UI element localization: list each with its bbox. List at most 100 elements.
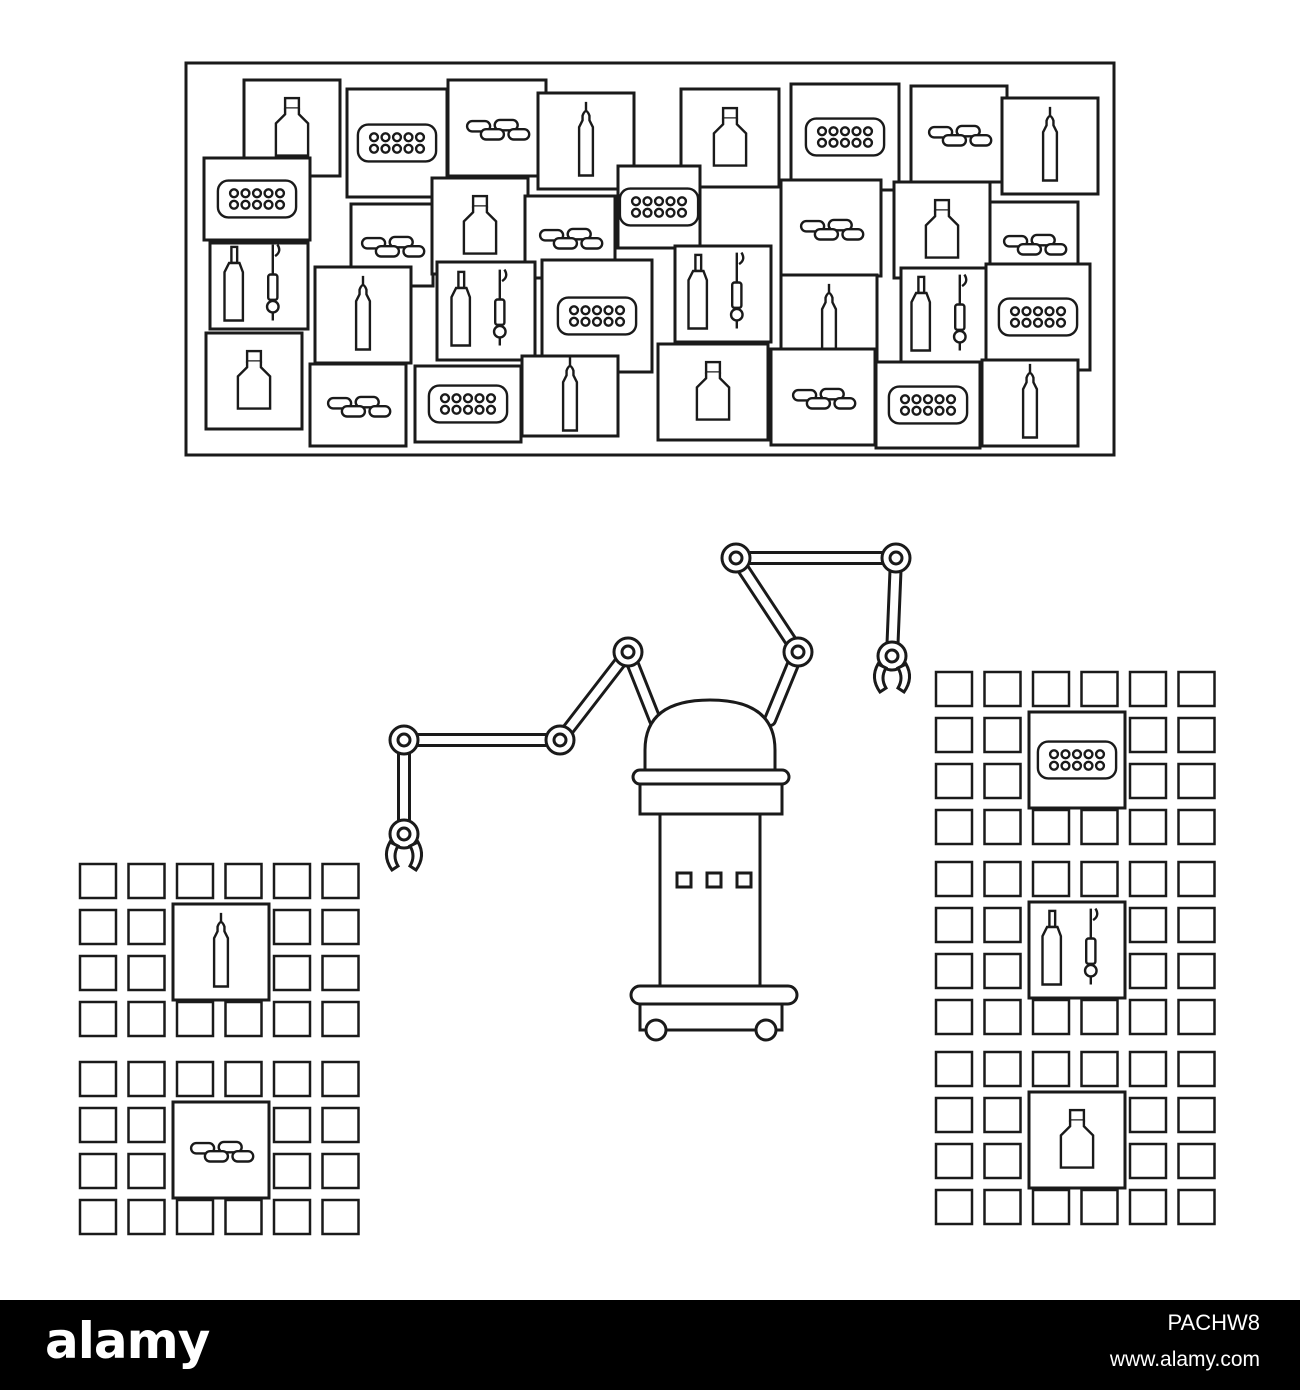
ampoule-icon — [354, 275, 372, 351]
alamy-logo[interactable]: alamy — [45, 1312, 210, 1370]
robot-panel-light — [705, 871, 723, 889]
robot-joint — [880, 542, 912, 574]
pallet-cell — [1031, 808, 1071, 846]
pallet-cell — [1177, 1188, 1216, 1226]
pallet-cell — [983, 1096, 1022, 1134]
robot-arm-link — [885, 551, 903, 663]
pallet-box[interactable] — [1027, 710, 1127, 810]
capsules-icon — [1002, 233, 1068, 256]
pallet-cell — [934, 670, 974, 708]
bottle-icon — [712, 106, 748, 167]
pallet-cell — [983, 952, 1022, 990]
pallet-cell — [983, 1142, 1022, 1180]
pallet-cell — [127, 862, 166, 900]
pallet-cell — [127, 908, 166, 946]
pallet-cell — [78, 1000, 118, 1038]
robot-joint — [876, 640, 908, 672]
pallet-cell — [934, 1188, 974, 1226]
robot-panel-light — [675, 871, 693, 889]
capsules-icon — [360, 235, 426, 258]
pallet-cell — [272, 908, 312, 946]
pallet-cell — [1080, 1050, 1119, 1088]
pallet-cell — [224, 862, 263, 900]
dropper-bottle-icon — [687, 251, 745, 330]
robot-joint — [720, 542, 752, 574]
pallet-cell — [175, 862, 215, 900]
pallet-box[interactable] — [1027, 900, 1127, 1000]
capsules-icon — [326, 395, 392, 418]
pallet-cell — [934, 998, 974, 1036]
capsules-icon — [189, 1140, 255, 1163]
pallet-cell — [1128, 716, 1168, 754]
medicine-box — [874, 360, 982, 450]
robot-gripper[interactable] — [385, 840, 423, 873]
pallet-cell — [321, 1198, 360, 1236]
pallet-cell — [127, 1198, 166, 1236]
pallet-cell — [1128, 860, 1168, 898]
pallet-cell — [321, 908, 360, 946]
image-id: PACHW8 — [1167, 1310, 1261, 1335]
pallet-cell — [934, 808, 974, 846]
pallet-cell — [1128, 952, 1168, 990]
pallet-box[interactable] — [171, 902, 271, 1002]
pallet-cell — [78, 1060, 118, 1098]
pallet-cell — [224, 1198, 263, 1236]
medicine-box — [345, 87, 449, 199]
medicine-box — [413, 364, 523, 444]
medicine-box — [616, 164, 702, 250]
site-url[interactable]: www.alamy.com — [1109, 1348, 1260, 1371]
pallet-cell — [1177, 998, 1216, 1036]
blister-pack-icon — [804, 117, 886, 157]
pallet-cell — [127, 1152, 166, 1190]
medicine-box — [673, 244, 773, 344]
pallet-box[interactable] — [1027, 1090, 1127, 1190]
pallet-cell — [1128, 1050, 1168, 1088]
dropper-bottle-icon — [1041, 907, 1099, 986]
robot-gripper[interactable] — [873, 662, 911, 695]
pallet-cell — [78, 908, 118, 946]
blister-pack-icon — [618, 187, 700, 227]
pallet-cell — [272, 1106, 312, 1144]
robot-arm-link — [729, 551, 805, 659]
blister-pack-icon — [887, 385, 969, 425]
pallet — [934, 860, 1216, 1036]
dropper-bottle-icon — [910, 273, 968, 352]
pallet-cell — [321, 1000, 360, 1038]
pallet — [934, 670, 1216, 846]
robot-joint — [388, 724, 420, 756]
pallet-cell — [78, 1152, 118, 1190]
ampoule-icon — [820, 283, 838, 359]
medicine-box — [1000, 96, 1100, 196]
pallet-cell — [934, 1050, 974, 1088]
bottle-icon — [274, 96, 310, 157]
pallet-cell — [78, 954, 118, 992]
medicine-box — [202, 156, 312, 242]
pallet-cell — [1031, 860, 1071, 898]
pallet-cell — [1177, 860, 1216, 898]
pallet-cell — [272, 862, 312, 900]
bottle-icon — [1059, 1108, 1095, 1169]
pallet-cell — [1128, 762, 1168, 800]
pallet-cell — [1128, 1142, 1168, 1180]
medicine-box — [909, 84, 1009, 184]
pallet — [934, 1050, 1216, 1226]
pallet-cell — [78, 1106, 118, 1144]
blister-pack-icon — [216, 179, 298, 219]
robot-wheel — [644, 1018, 668, 1042]
robot-dome — [643, 698, 777, 772]
medicine-shelf — [184, 61, 1116, 457]
pallet-cell — [1031, 1050, 1071, 1088]
pallet-cell — [983, 716, 1022, 754]
pallet-cell — [983, 860, 1022, 898]
pallet-cell — [127, 1106, 166, 1144]
blister-pack-icon — [356, 123, 438, 163]
bottle-icon — [924, 198, 960, 259]
capsules-icon — [927, 124, 993, 147]
robot-joint — [612, 636, 644, 668]
pallet-cell — [321, 954, 360, 992]
dropper-bottle-icon — [223, 243, 281, 322]
pallet-cell — [127, 954, 166, 992]
pallet-cell — [272, 1000, 312, 1038]
pharmacy-robot — [385, 542, 912, 1042]
pallet-box[interactable] — [171, 1100, 271, 1200]
